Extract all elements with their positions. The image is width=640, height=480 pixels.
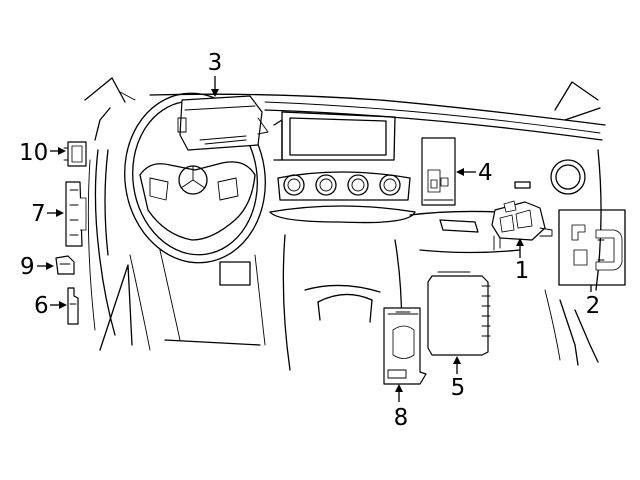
callout-7: 7 bbox=[31, 201, 46, 227]
callout-3: 3 bbox=[208, 50, 223, 76]
part-10-sensor bbox=[63, 141, 87, 167]
dashboard-outline bbox=[84, 77, 606, 371]
climate-controls bbox=[269, 171, 416, 224]
air-vent-right bbox=[550, 159, 586, 195]
callout-labels: 3 4 1 2 5 8 10 7 9 6 bbox=[19, 50, 600, 431]
callout-4: 4 bbox=[478, 160, 493, 186]
callout-9: 9 bbox=[20, 254, 35, 280]
part-6-bracket bbox=[67, 287, 79, 325]
callout-6: 6 bbox=[34, 293, 49, 319]
callout-5: 5 bbox=[451, 375, 466, 401]
part-1-relay-module bbox=[491, 200, 553, 251]
callout-8: 8 bbox=[394, 405, 409, 431]
callout-2: 2 bbox=[586, 293, 601, 319]
callout-1: 1 bbox=[515, 258, 530, 284]
part-5-control-unit bbox=[427, 271, 491, 356]
part-9-connector bbox=[55, 255, 75, 275]
part-3-steering-column-module bbox=[177, 95, 269, 151]
callout-arrows bbox=[37, 76, 592, 402]
callout-10: 10 bbox=[19, 140, 48, 166]
part-7-module bbox=[65, 181, 87, 247]
part-8-bracket-module bbox=[383, 307, 427, 385]
center-display bbox=[273, 111, 396, 161]
part-2-connector-set bbox=[558, 209, 626, 286]
part-4-control-module bbox=[421, 137, 456, 206]
